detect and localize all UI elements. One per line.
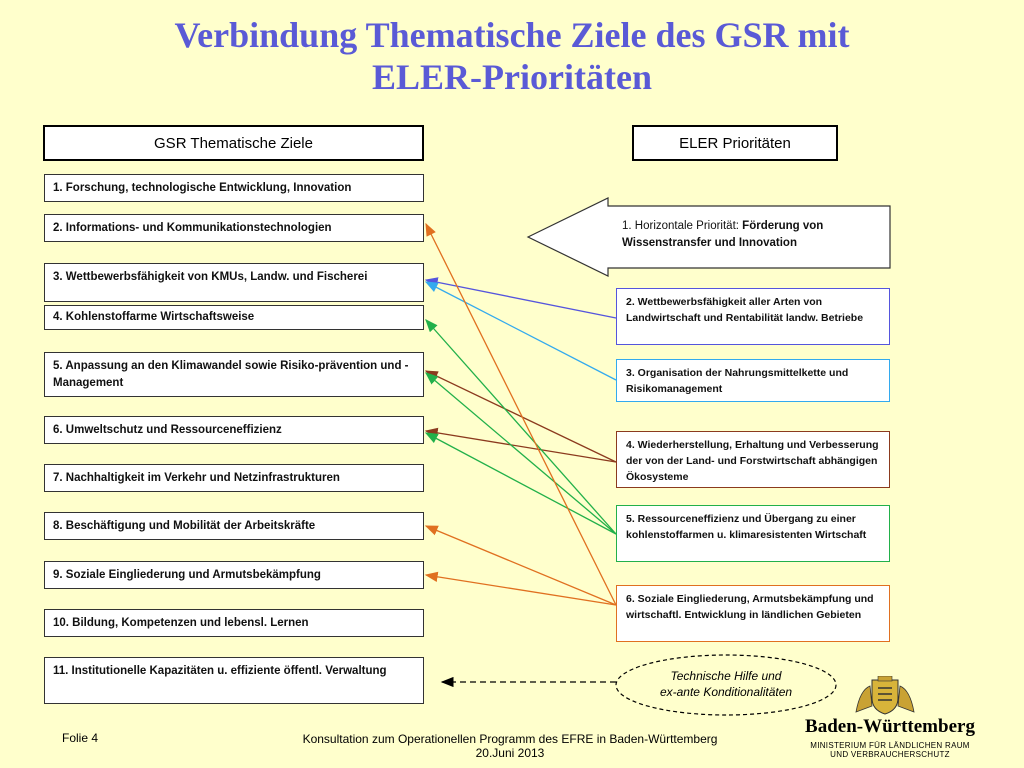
prio-5: 5. Ressourceneffizienz und Übergang zu e… <box>616 505 890 562</box>
logo-ministry-line-2: UND VERBRAUCHERSCHUTZ <box>830 750 950 759</box>
connector-p6-z9 <box>424 571 617 606</box>
coat-of-arms-icon <box>855 676 915 715</box>
connector-p5-z4 <box>425 319 617 535</box>
prio-6: 6. Soziale Eingliederung, Armutsbekämpfu… <box>616 585 890 642</box>
connector-p3-z3 <box>424 281 617 381</box>
ziel-7: 7. Nachhaltigkeit im Verkehr und Netzinf… <box>44 464 424 492</box>
connector-p5-z6 <box>424 432 617 535</box>
connector-p6-z8 <box>424 525 617 606</box>
ziel-9: 9. Soziale Eingliederung und Armutsbekäm… <box>44 561 424 589</box>
connector-p5-z5 <box>425 372 617 535</box>
logo-name: Baden-Württemberg <box>805 716 975 737</box>
ziel-6: 6. Umweltschutz und Ressourceneffizienz <box>44 416 424 444</box>
technische-hilfe-text: Technische Hilfe und ex-ante Konditional… <box>618 668 834 700</box>
connector-p2-z3 <box>424 277 617 319</box>
title-line-1: Verbindung Thematische Ziele des GSR mit <box>174 15 850 55</box>
technische-hilfe-line-2: ex-ante Konditionalitäten <box>659 685 793 699</box>
header-eler: ELER Prioritäten <box>632 125 838 161</box>
arrow-left-icon <box>526 197 891 277</box>
footer-center: Konsultation zum Operationellen Programm… <box>250 732 770 760</box>
ziel-2: 2. Informations- und Kommunikationstechn… <box>44 214 424 242</box>
footer-folie: Folie 4 <box>62 731 99 745</box>
prio-1-prefix: 1. Horizontale Priorität: <box>622 220 743 232</box>
prio-1-bold: Förderung von Wissenstransfer und Innova… <box>622 220 824 249</box>
prio-3: 3. Organisation der Nahrungsmittelkette … <box>616 359 890 402</box>
ziel-8: 8. Beschäftigung und Mobilität der Arbei… <box>44 512 424 540</box>
ziel-10: 10. Bildung, Kompetenzen und lebensl. Le… <box>44 609 424 637</box>
slide-title: Verbindung Thematische Ziele des GSR mit… <box>0 14 1024 98</box>
ziel-1: 1. Forschung, technologische Entwicklung… <box>44 174 424 202</box>
connector-p6-z2 <box>425 222 617 606</box>
connector-p4-z6 <box>424 427 617 463</box>
ziel-11: 11. Institutionelle Kapazitäten u. effiz… <box>44 657 424 704</box>
ziel-4: 4. Kohlenstoffarme Wirtschaftsweise <box>44 305 424 330</box>
prio-2: 2. Wettbewerbsfähigkeit aller Arten von … <box>616 288 890 345</box>
prio-4: 4. Wiederherstellung, Erhaltung und Verb… <box>616 431 890 488</box>
footer-center-line-1: Konsultation zum Operationellen Programm… <box>302 732 718 746</box>
ziel-5: 5. Anpassung an den Klimawandel sowie Ri… <box>44 352 424 397</box>
prio-1: 1. Horizontale Priorität: Förderung von … <box>622 218 862 252</box>
logo-ministry-line-1: MINISTERIUM FÜR LÄNDLICHEN RAUM <box>810 741 970 750</box>
technische-hilfe-line-1: Technische Hilfe und <box>670 669 782 683</box>
header-gsr: GSR Thematische Ziele <box>43 125 424 161</box>
footer-center-line-2: 20.Juni 2013 <box>475 746 545 760</box>
title-line-2: ELER-Prioritäten <box>372 57 652 97</box>
connector-p4-z5 <box>424 370 617 463</box>
logo-ministry: MINISTERIUM FÜR LÄNDLICHEN RAUM UND VERB… <box>800 741 980 759</box>
technische-hilfe-ellipse <box>615 654 837 716</box>
ziel-3: 3. Wettbewerbsfähigkeit von KMUs, Landw.… <box>44 263 424 302</box>
